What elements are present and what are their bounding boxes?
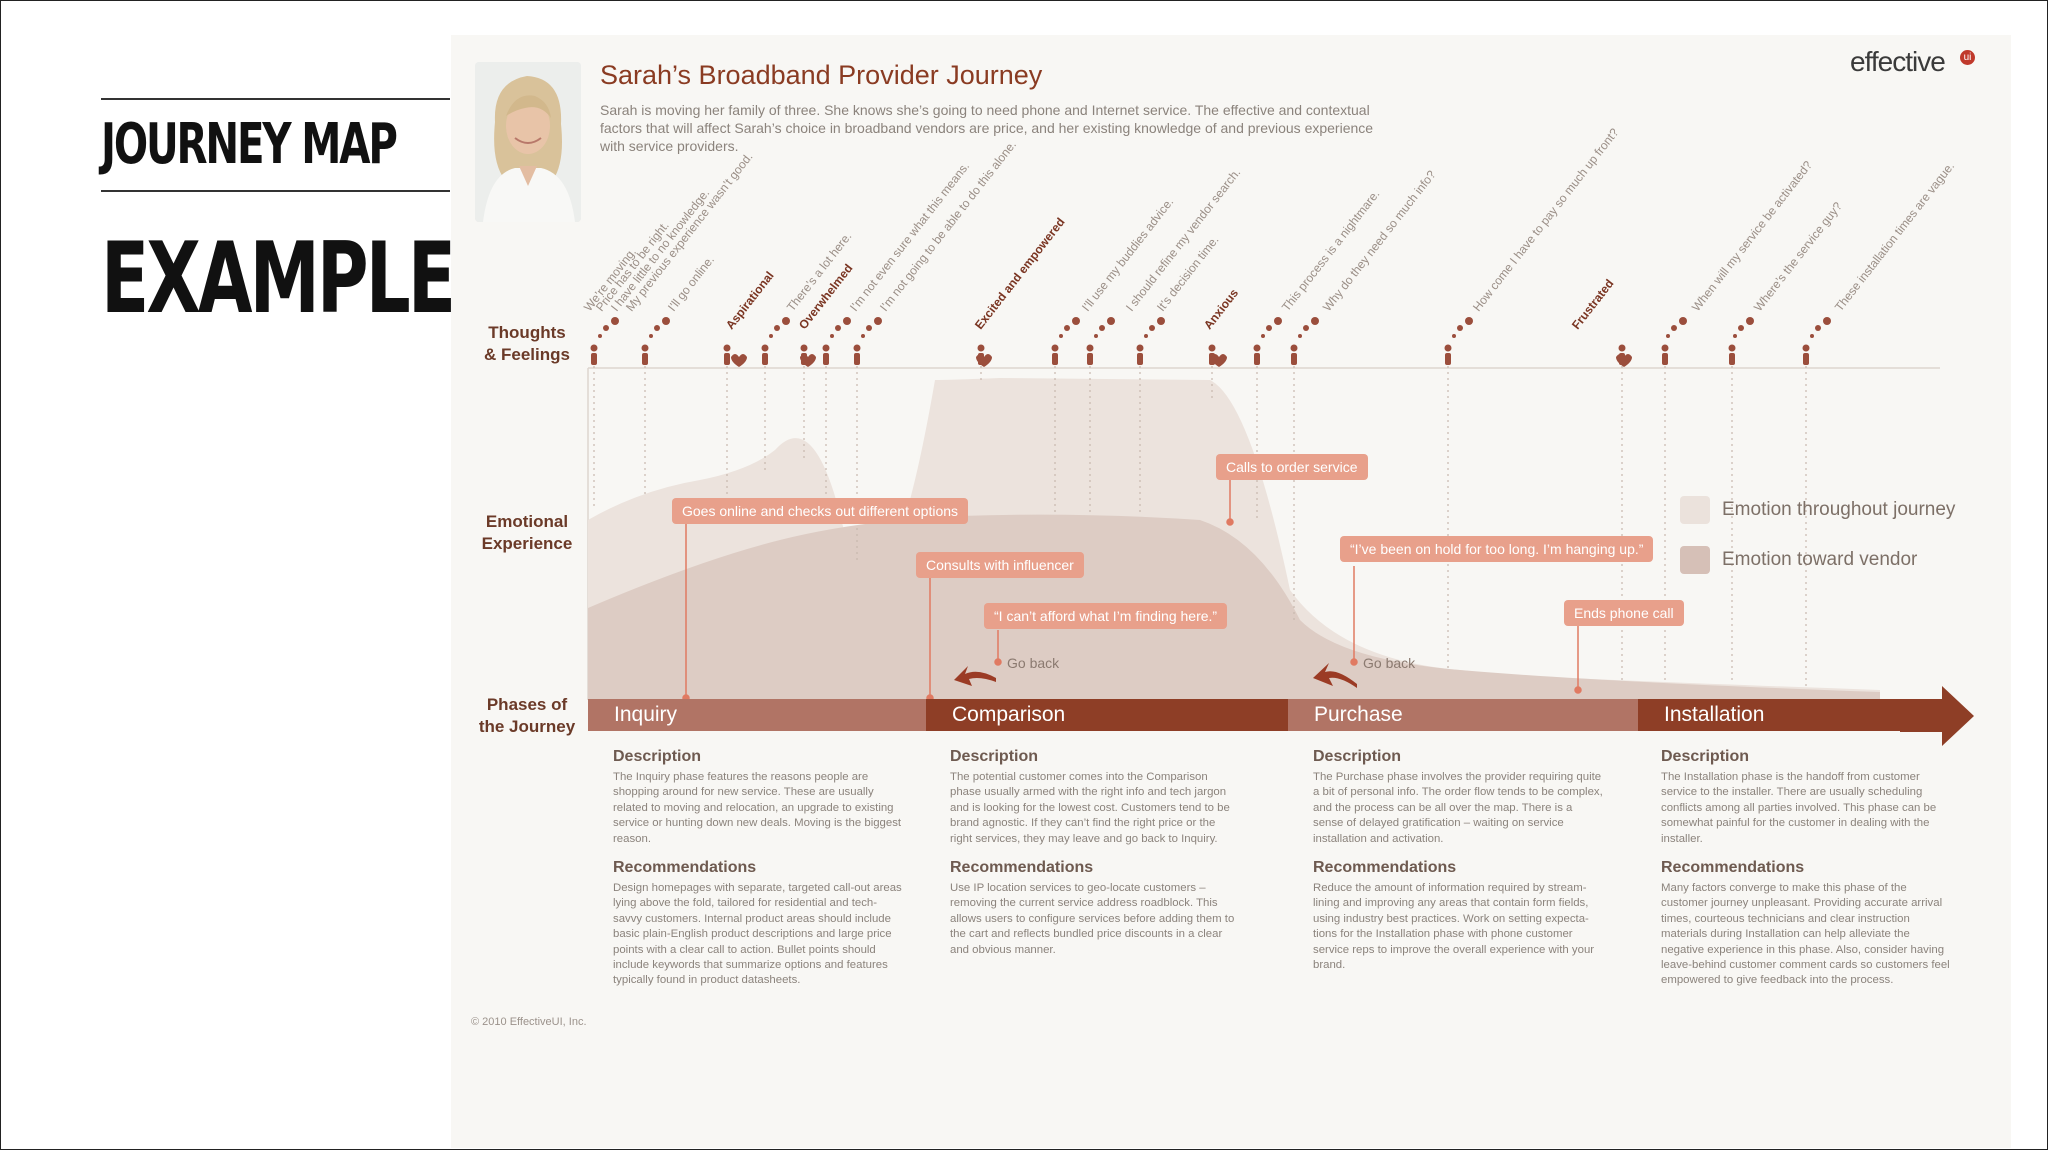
callout-consults-influencer: Consults with influencer [916, 552, 1084, 578]
journey-subtitle: Sarah is moving her family of three. She… [600, 102, 1374, 154]
callout-on-hold: “I’ve been on hold for too long. I’m han… [1340, 536, 1654, 562]
description-heading: Description [1313, 748, 1402, 765]
recommendations-text: Reduce the amount of information require… [1313, 882, 1595, 972]
go-back-arrow-1 [954, 666, 996, 686]
brand-logo: effective [1850, 46, 1946, 77]
description-heading: Description [1661, 748, 1750, 765]
recommendations-heading: Recommendations [950, 859, 1094, 877]
title-rule-top [101, 98, 450, 100]
recommendations-text: Use IP location services to geo-locate c… [950, 882, 1235, 956]
recommendations-text: Design homepages with separate, targeted… [613, 882, 902, 987]
callout-goes-online: Goes online and checks out different opt… [672, 498, 969, 524]
description-text: The Purchase phase involves the provider… [1313, 771, 1603, 845]
phase-installation: Installation [1638, 699, 1942, 731]
phase-column-purchase: Description The Purchase phase involves … [1313, 748, 1603, 985]
recommendations-heading: Recommendations [1661, 859, 1805, 877]
go-back-label-2: Go back [1363, 655, 1416, 671]
phase-inquiry: Inquiry [588, 699, 926, 731]
callout-calls-to-order: Calls to order service [1216, 454, 1368, 480]
phase-column-inquiry: Description The Inquiry phase features t… [613, 748, 903, 1001]
phase-purchase: Purchase [1288, 699, 1638, 731]
slide-title-line2: EXAMPLE [101, 222, 456, 336]
go-back-label-1: Go back [1007, 655, 1060, 671]
legend-label-throughout: Emotion throughout journey [1722, 499, 1956, 520]
description-text: The Inquiry phase features the reasons p… [613, 771, 902, 845]
thought-guide-lines [593, 360, 1807, 688]
recommendations-heading: Recommendations [1313, 859, 1457, 877]
callout-ends-call: Ends phone call [1564, 600, 1684, 626]
description-heading: Description [613, 748, 702, 765]
journey-title: Sarah’s Broadband Provider Journey [600, 60, 1043, 90]
row-label-thoughts: Thoughts & Feelings [484, 323, 570, 364]
description-text: The potential customer comes into the Co… [950, 771, 1230, 845]
legend-swatch-throughout [1680, 496, 1710, 524]
description-text: The Installation phase is the handoff fr… [1661, 771, 1937, 845]
legend-swatch-vendor [1680, 546, 1710, 574]
recommendations-heading: Recommendations [613, 859, 757, 877]
description-heading: Description [950, 748, 1039, 765]
thought-bubble-icons [598, 317, 1831, 338]
slide-title-line1: JOURNEY MAP [101, 112, 398, 177]
emotion-vendor-area [588, 514, 1880, 700]
callout-cant-afford: “I can’t afford what I’m finding here.” [984, 603, 1228, 629]
persona-photo [475, 62, 581, 222]
row-label-emotional: Emotional Experience [481, 512, 573, 553]
brand-logo-mark: ui [1960, 50, 1975, 65]
go-back-arrow-2 [1313, 663, 1357, 688]
phase-comparison: Comparison [926, 699, 1288, 731]
title-rule-bottom [101, 190, 450, 192]
recommendations-text: Many factors converge to make this phase… [1661, 882, 1950, 987]
phase-column-comparison: Description The potential customer comes… [950, 748, 1240, 970]
copyright: © 2010 EffectiveUI, Inc. [471, 1016, 587, 1028]
phase-column-installation: Description The Installation phase is th… [1661, 748, 1951, 1001]
legend-label-vendor: Emotion toward vendor [1722, 549, 1918, 570]
heart-icons [731, 354, 1632, 367]
row-label-phases: Phases of the Journey [478, 695, 576, 736]
callout-leaders [682, 480, 1582, 702]
